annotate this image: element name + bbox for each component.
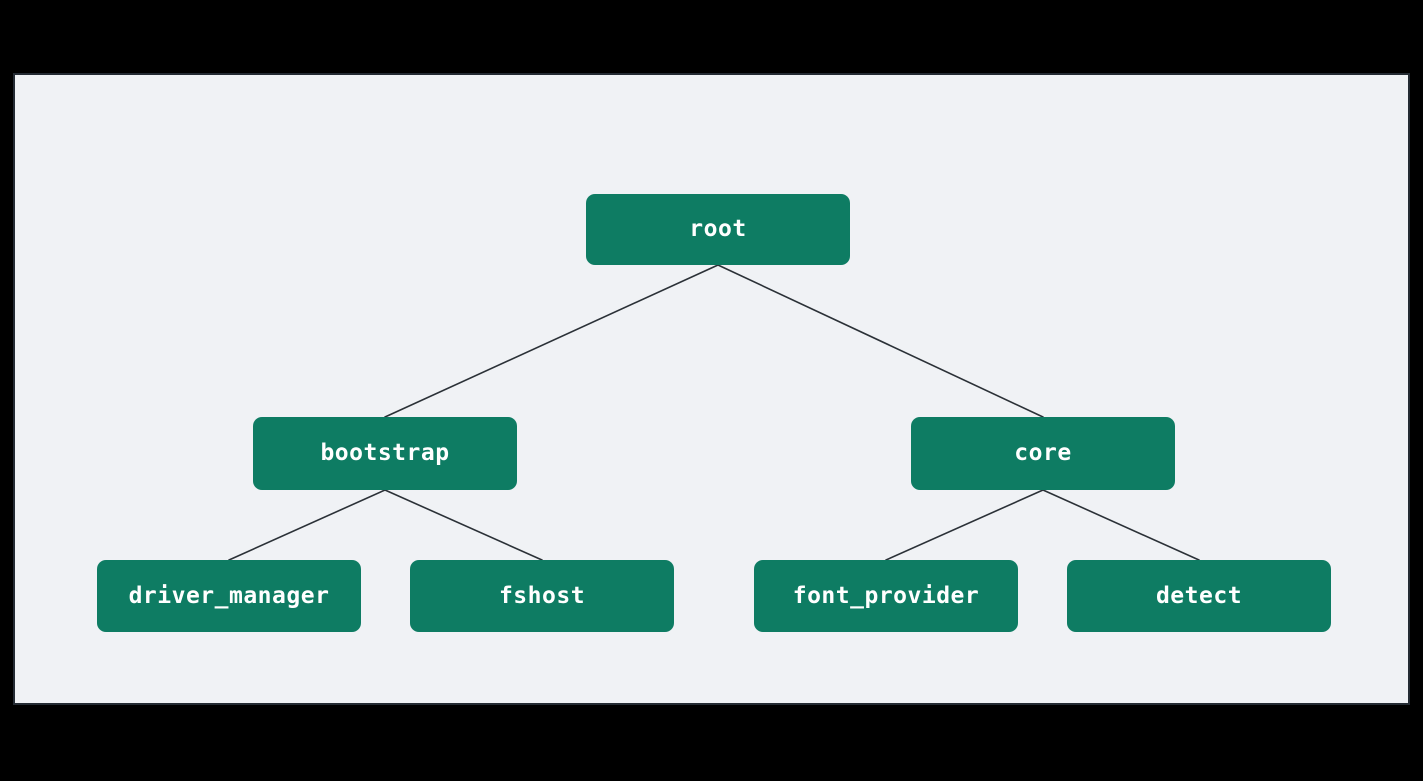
node-detect[interactable]: detect [1067, 560, 1331, 632]
node-label-core: core [1014, 440, 1072, 466]
node-font-provider[interactable]: font_provider [754, 560, 1018, 632]
edge-root-to-bootstrap [384, 264, 719, 418]
node-bootstrap[interactable]: bootstrap [253, 417, 517, 490]
edge-core-to-font_provider [885, 489, 1044, 561]
edge-bootstrap-to-fshost [384, 489, 543, 561]
edge-root-to-core [717, 264, 1044, 418]
node-root[interactable]: root [586, 194, 850, 265]
node-fshost[interactable]: fshost [410, 560, 674, 632]
node-label-fshost: fshost [498, 582, 586, 609]
diagram-canvas: root bootstrap core driver_manager fshos… [13, 73, 1410, 705]
node-label-detect: detect [1155, 582, 1243, 609]
edge-core-to-detect [1042, 489, 1200, 561]
node-label-font-provider: font_provider [792, 582, 980, 609]
edge-bootstrap-to-driver_manager [228, 489, 386, 561]
node-core[interactable]: core [911, 417, 1175, 490]
node-label-driver-manager: driver_manager [128, 582, 330, 609]
node-label-bootstrap: bootstrap [320, 440, 450, 466]
edge-group [228, 264, 1200, 561]
node-driver-manager[interactable]: driver_manager [97, 560, 361, 632]
node-label-root: root [689, 216, 747, 242]
